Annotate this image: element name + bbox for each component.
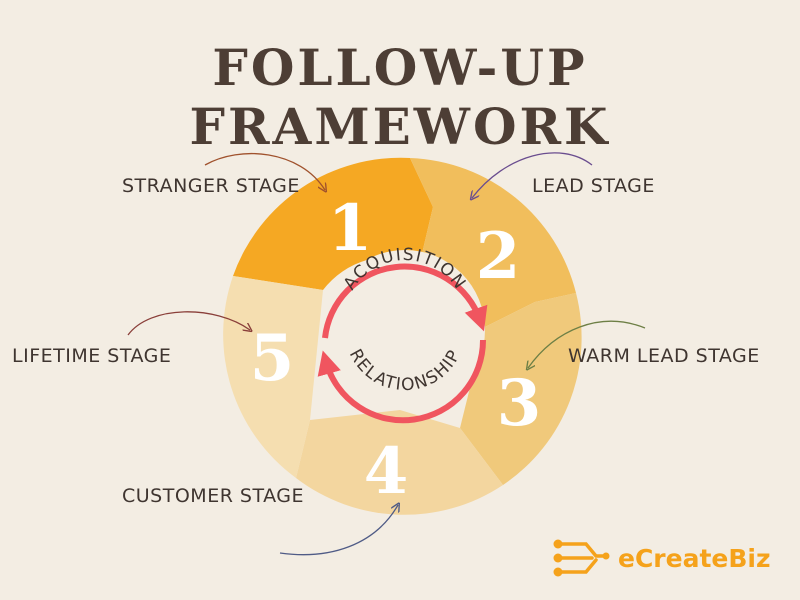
stage-3-pointer [528,320,646,368]
cycle-arrow-bottom [317,339,487,424]
stage-4-number: 4 [364,434,409,509]
stage-3-segment [460,293,582,485]
circuit-logo-icon [553,539,610,577]
center-circle [325,250,485,410]
stage-2-segment [410,158,576,327]
stage-4-pointer [279,505,398,556]
brand-logo: eCreateBiz [552,538,771,578]
stage-4-label: CUSTOMER STAGE [122,485,305,507]
stage-1-number: 1 [328,191,373,266]
stage-1-pointer [204,152,325,190]
cycle-arrow-top [322,263,488,339]
stage-4-segment [296,410,503,515]
stage-5-number: 5 [250,321,295,396]
stage-5-label: LIFETIME STAGE [12,345,172,367]
brand-name: eCreateBiz [618,543,771,573]
stage-3-number: 3 [497,366,542,441]
stage-3-label: WARM LEAD STAGE [568,345,760,367]
page-title: FOLLOW-UP FRAMEWORK [189,38,611,156]
stage-2-number: 2 [476,219,521,294]
stage-5-pointer [127,311,250,336]
stage-2-pointer [472,152,593,198]
stage-2-label: LEAD STAGE [532,175,655,197]
stage-1-label: STRANGER STAGE [122,175,300,197]
